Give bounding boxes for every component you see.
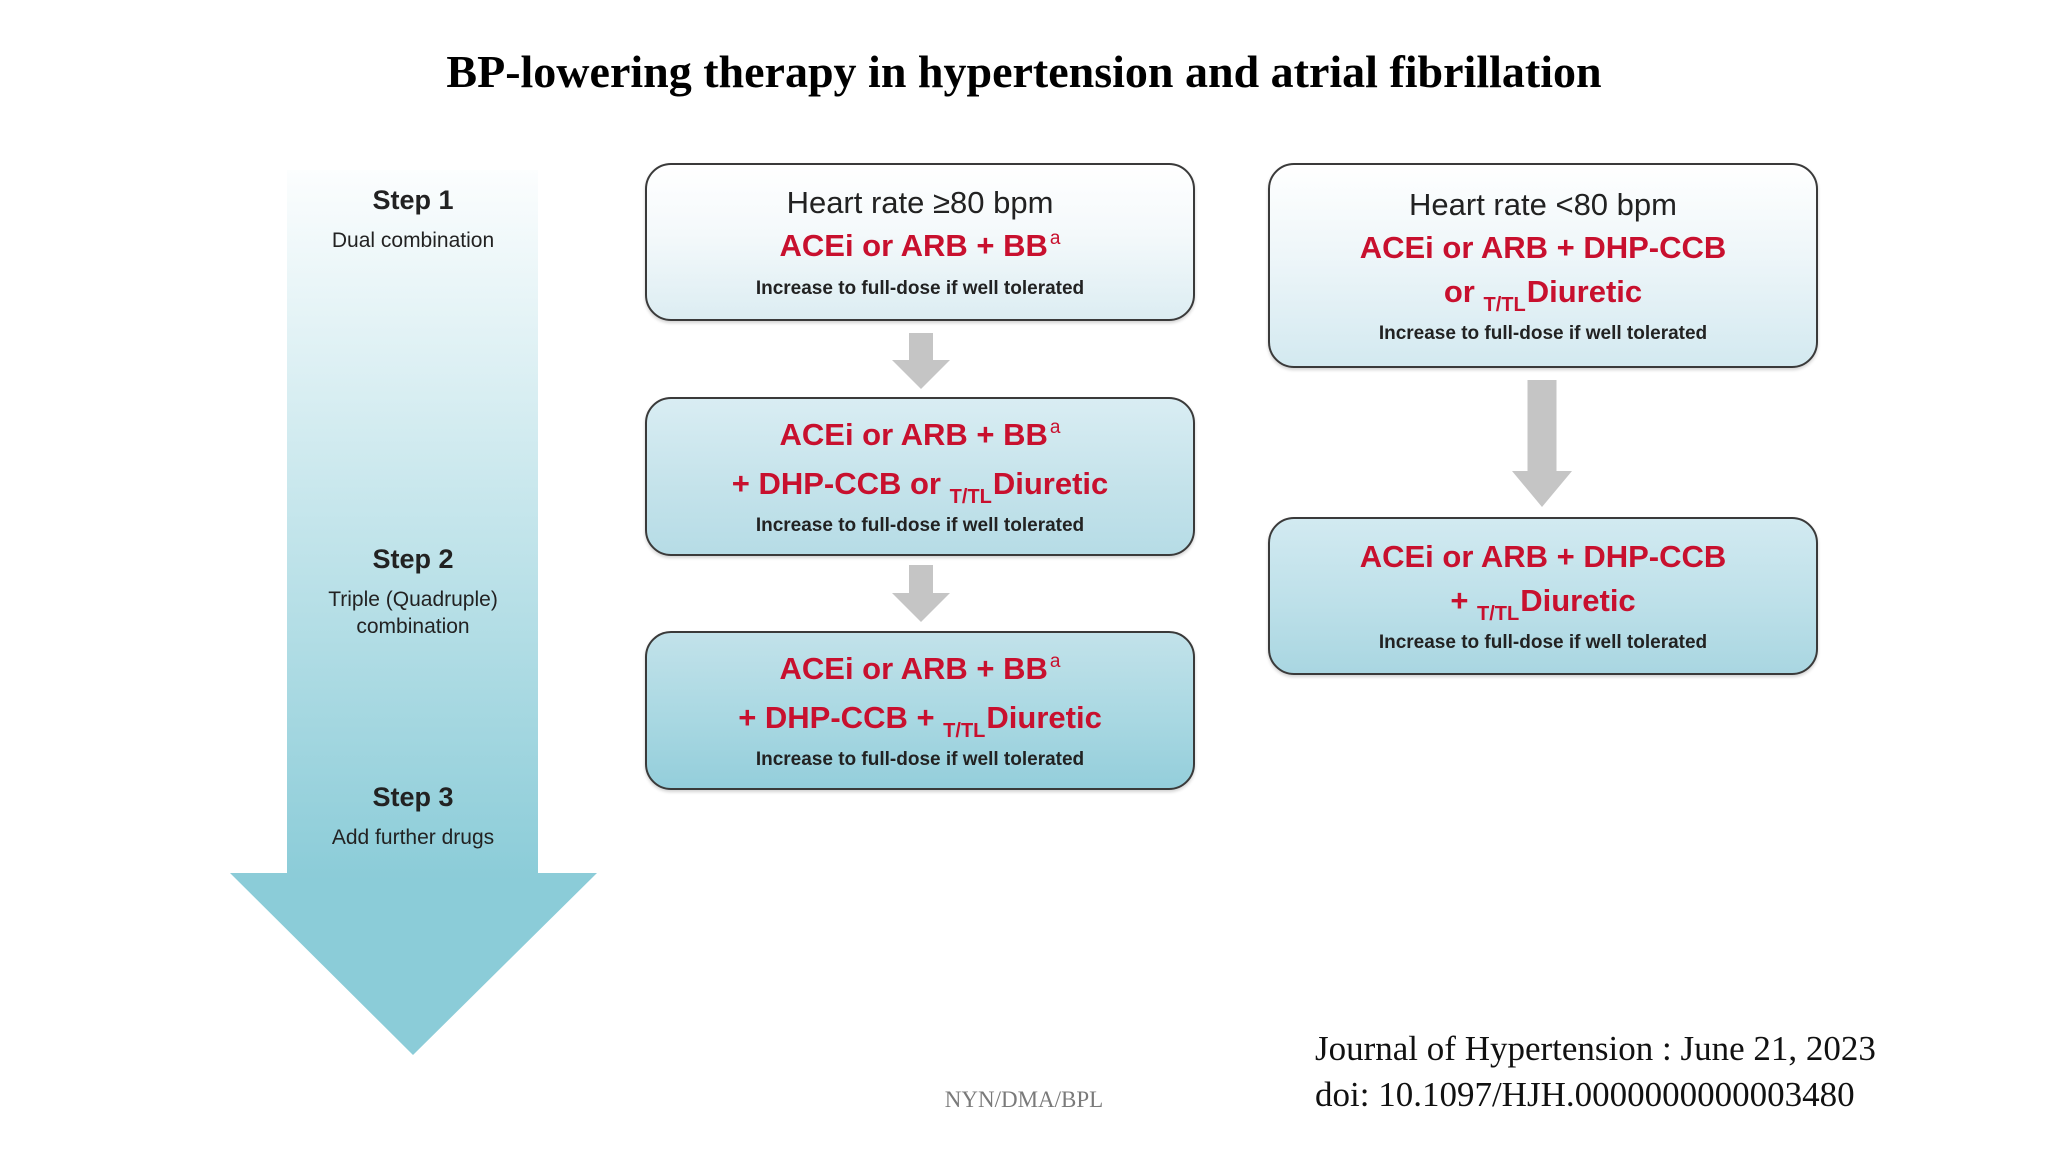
- step-1-description: Dual combination: [293, 227, 533, 254]
- drug-text: ACEi or ARB + BB: [779, 417, 1048, 452]
- step-3-description: Add further drugs: [293, 824, 533, 851]
- drug-text: Diuretic: [992, 466, 1109, 501]
- low-rate-triple-box: ACEi or ARB + DHP-CCB + T/TLDiuretic Inc…: [1268, 517, 1818, 675]
- drug-text: ACEi or ARB + DHP-CCB: [1359, 229, 1727, 265]
- drug-text: +: [1450, 583, 1478, 618]
- low-rate-dual-box: Heart rate <80 bpm ACEi or ARB + DHP-CCB…: [1268, 163, 1818, 368]
- drug-text: + DHP-CCB +: [738, 700, 944, 735]
- step-2-desc-line: combination: [356, 615, 470, 638]
- drug-text: ACEi or ARB + BB: [779, 651, 1048, 686]
- dose-note: Increase to full-dose if well tolerated: [1378, 322, 1708, 344]
- footnote-marker: a: [1049, 651, 1061, 672]
- step-1-desc-line: Dual combination: [331, 229, 495, 252]
- down-arrow-icon: [1512, 380, 1572, 507]
- drug-text: or: [1443, 273, 1484, 309]
- drug-text: Diuretic: [1520, 583, 1636, 618]
- drug-text: ACEi or ARB + BB: [779, 227, 1048, 263]
- footnote-marker: a: [1049, 417, 1061, 438]
- journal-citation: Journal of Hypertension : June 21, 2023: [1315, 1029, 1876, 1068]
- step-1: Step 1 Dual combination: [293, 183, 533, 254]
- drug-line: + DHP-CCB + T/TLDiuretic: [738, 696, 1102, 744]
- dose-note: Increase to full-dose if well tolerated: [755, 277, 1085, 299]
- dose-note: Increase to full-dose if well tolerated: [755, 515, 1085, 536]
- doi-reference: doi: 10.1097/HJH.0000000000003480: [1315, 1075, 1855, 1114]
- box-heading: Heart rate ≥80 bpm: [786, 184, 1054, 220]
- dose-note: Increase to full-dose if well tolerated: [1378, 632, 1708, 653]
- author-initials: NYN/DMA/BPL: [944, 1087, 1104, 1112]
- step-2: Step 2 Triple (Quadruple) combination: [293, 542, 533, 640]
- drug-line: or T/TLDiuretic: [1444, 270, 1642, 318]
- footnote-marker: a: [1049, 227, 1061, 249]
- diuretic-type-subscript: T/TL: [1477, 603, 1520, 625]
- drug-line: ACEi or ARB + DHP-CCB: [1360, 226, 1727, 270]
- step-3-label: Step 3: [372, 782, 454, 812]
- step-2-description: Triple (Quadruple) combination: [293, 586, 533, 640]
- step-1-label: Step 1: [372, 185, 454, 215]
- down-arrow-icon: [892, 333, 950, 389]
- step-3: Step 3 Add further drugs: [293, 780, 533, 851]
- diuretic-type-subscript: T/TL: [943, 720, 986, 742]
- drug-line: ACEi or ARB + DHP-CCB: [1360, 535, 1727, 579]
- drug-line: + T/TLDiuretic: [1450, 579, 1635, 627]
- step-2-desc-line: Triple (Quadruple): [328, 588, 498, 611]
- step-2-label: Step 2: [372, 544, 454, 574]
- diuretic-type-subscript: T/TL: [949, 486, 992, 508]
- diuretic-type-subscript: T/TL: [1483, 293, 1526, 316]
- drug-text: ACEi or ARB + DHP-CCB: [1359, 539, 1727, 574]
- step-3-desc-line: Add further drugs: [331, 826, 495, 849]
- box-heading: Heart rate <80 bpm: [1409, 186, 1677, 222]
- page-title: BP-lowering therapy in hypertension and …: [446, 46, 1602, 97]
- dose-note: Increase to full-dose if well tolerated: [755, 749, 1085, 770]
- drug-line: + DHP-CCB or T/TLDiuretic: [732, 462, 1109, 510]
- drug-text: + DHP-CCB or: [731, 466, 950, 501]
- drug-text: Diuretic: [1526, 273, 1643, 309]
- drug-text: Diuretic: [986, 700, 1102, 735]
- down-arrow-icon: [892, 565, 950, 622]
